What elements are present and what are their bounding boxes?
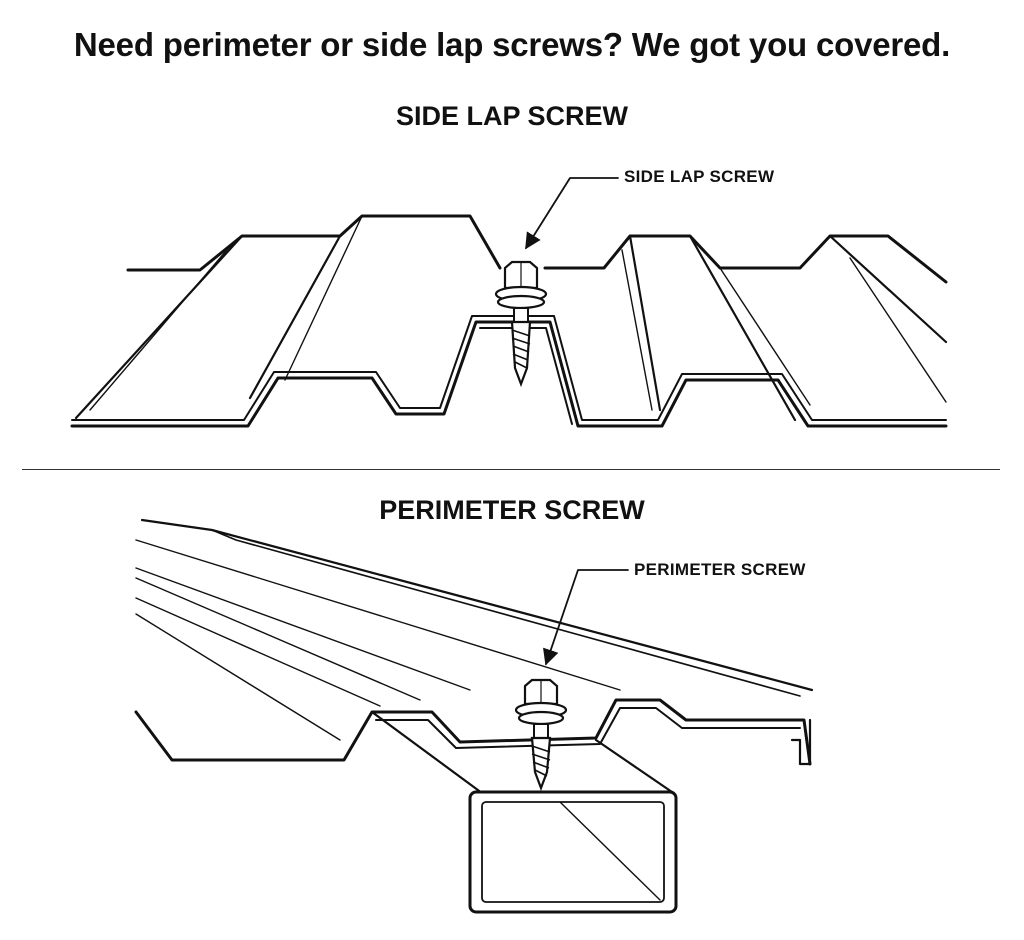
perimeter-deck-line — [211, 529, 801, 697]
perimeter-front-profile — [134, 698, 812, 766]
perimeter-deck-line — [135, 577, 421, 701]
side-lap-rib-edge — [628, 234, 662, 412]
perimeter-illustration — [134, 518, 814, 914]
perimeter-section-title: PERIMETER SCREW — [379, 495, 645, 525]
side-lap-illustration — [70, 177, 948, 428]
section-divider — [22, 469, 1000, 470]
perimeter-deck-line — [135, 597, 381, 707]
side-lap-rib-edge — [828, 234, 948, 344]
side-lap-leader-arrow — [525, 177, 619, 250]
perimeter-deck-top-edge — [140, 518, 814, 692]
perimeter-deck-line — [135, 539, 621, 691]
side-lap-front-profile-outer — [70, 320, 948, 428]
perimeter-front-profile-inner — [375, 707, 801, 749]
side-lap-section-title: SIDE LAP SCREW — [395, 101, 629, 131]
side-lap-rib-edge — [849, 257, 947, 403]
side-lap-rib-edge — [688, 234, 797, 422]
side-lap-rib-edge-inner — [621, 249, 653, 411]
side-lap-screw — [494, 260, 548, 388]
perimeter-screw — [514, 678, 568, 792]
side-lap-rib-edge — [74, 234, 244, 420]
side-lap-back-profile-right — [543, 234, 948, 284]
side-lap-front-profile-inner — [71, 315, 947, 421]
side-lap-rib-edge-inner — [89, 243, 233, 411]
side-lap-callout-label: SIDE LAP SCREW — [624, 167, 775, 186]
side-lap-rib-edge — [719, 267, 811, 406]
side-lap-overlap-line — [479, 327, 573, 425]
perimeter-callout-label: PERIMETER SCREW — [634, 560, 806, 579]
perimeter-edge-lip — [790, 718, 812, 766]
perimeter-deck-line — [135, 567, 471, 691]
side-lap-rib-edge — [284, 215, 363, 381]
perimeter-deck-line — [135, 613, 341, 741]
perimeter-leader-arrow — [543, 569, 629, 666]
perimeter-support-tube — [370, 710, 678, 914]
side-lap-back-profile-left — [126, 214, 502, 272]
side-lap-rib-edge — [248, 234, 342, 400]
page-headline: Need perimeter or side lap screws? We go… — [73, 26, 951, 63]
